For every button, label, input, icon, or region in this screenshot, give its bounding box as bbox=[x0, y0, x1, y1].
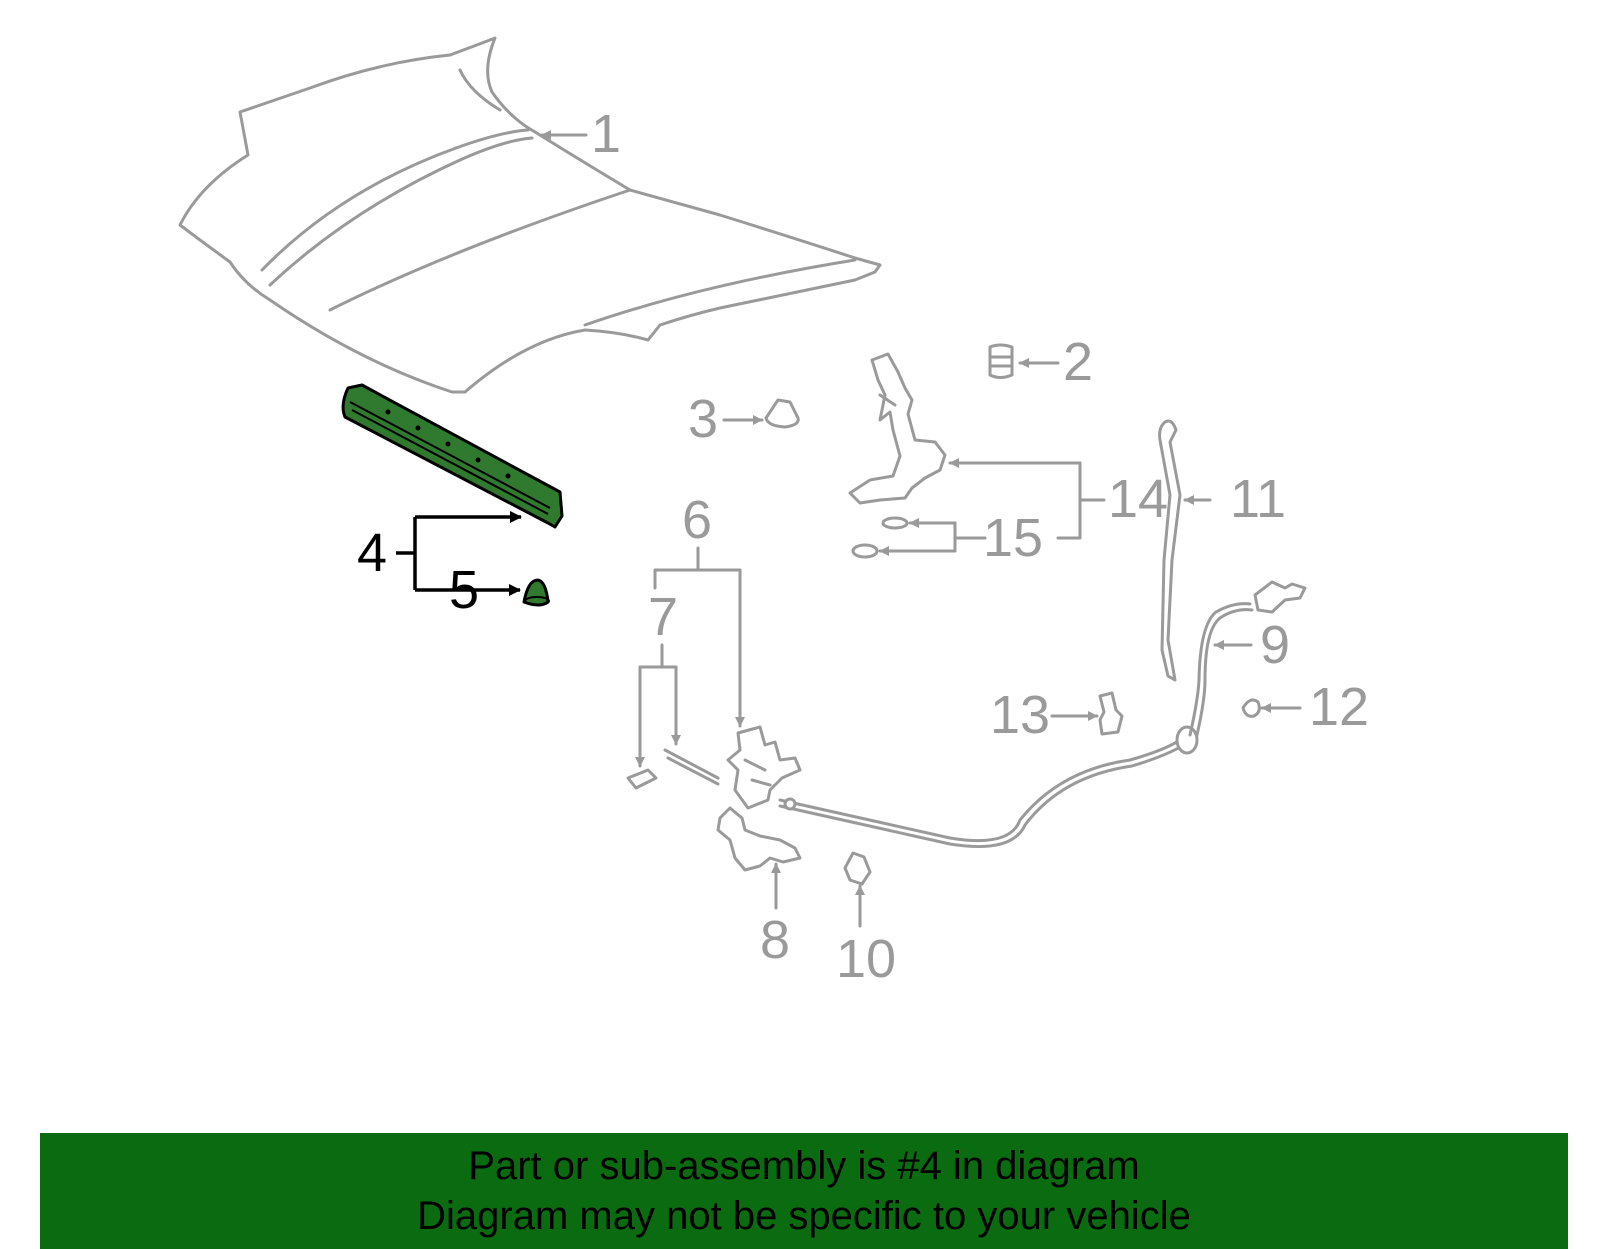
callout-7: 7 bbox=[648, 587, 678, 647]
clip-part-5[interactable] bbox=[522, 578, 550, 607]
callout-10: 10 bbox=[836, 929, 896, 989]
callout-11: 11 bbox=[1230, 469, 1286, 529]
callout-1: 1 bbox=[591, 104, 621, 164]
callout-4: 4 bbox=[357, 523, 387, 583]
callout-6: 6 bbox=[682, 490, 712, 550]
callout-5: 5 bbox=[449, 560, 479, 620]
callout-labels: 1 2 3 4 5 6 7 8 9 10 11 12 13 14 15 bbox=[357, 104, 1369, 989]
washers-part-15 bbox=[851, 516, 909, 559]
leader-lines-gray bbox=[540, 130, 1302, 928]
callout-12: 12 bbox=[1309, 677, 1369, 737]
callout-14: 14 bbox=[1108, 469, 1168, 529]
callout-9: 9 bbox=[1260, 615, 1290, 675]
info-banner: Part or sub-assembly is #4 in diagram Di… bbox=[40, 1133, 1568, 1249]
release-cable-part-9 bbox=[778, 580, 1307, 848]
nut-part-3 bbox=[764, 398, 800, 429]
hood-seal-part-4[interactable] bbox=[341, 383, 564, 529]
latch-spring-part-7 bbox=[626, 748, 720, 790]
bumper-part-2 bbox=[988, 343, 1014, 379]
leader-lines-black bbox=[396, 511, 522, 596]
bracket-part-13 bbox=[1098, 691, 1124, 736]
banner-line-2: Diagram may not be specific to your vehi… bbox=[417, 1194, 1191, 1238]
callout-3: 3 bbox=[688, 389, 718, 449]
banner-line-1: Part or sub-assembly is #4 in diagram bbox=[468, 1144, 1140, 1188]
callout-2: 2 bbox=[1063, 332, 1093, 392]
prop-rod-part-11 bbox=[1158, 419, 1182, 682]
callout-13: 13 bbox=[990, 685, 1050, 745]
hinge-part-14 bbox=[848, 352, 947, 505]
latch-support-part-8 bbox=[716, 806, 802, 872]
hood-panel bbox=[178, 36, 882, 394]
callout-15: 15 bbox=[983, 508, 1043, 568]
hood-latch-part-6 bbox=[726, 725, 802, 810]
callout-8: 8 bbox=[760, 910, 790, 970]
clip-part-10 bbox=[843, 851, 872, 886]
clip-part-12 bbox=[1241, 698, 1261, 718]
